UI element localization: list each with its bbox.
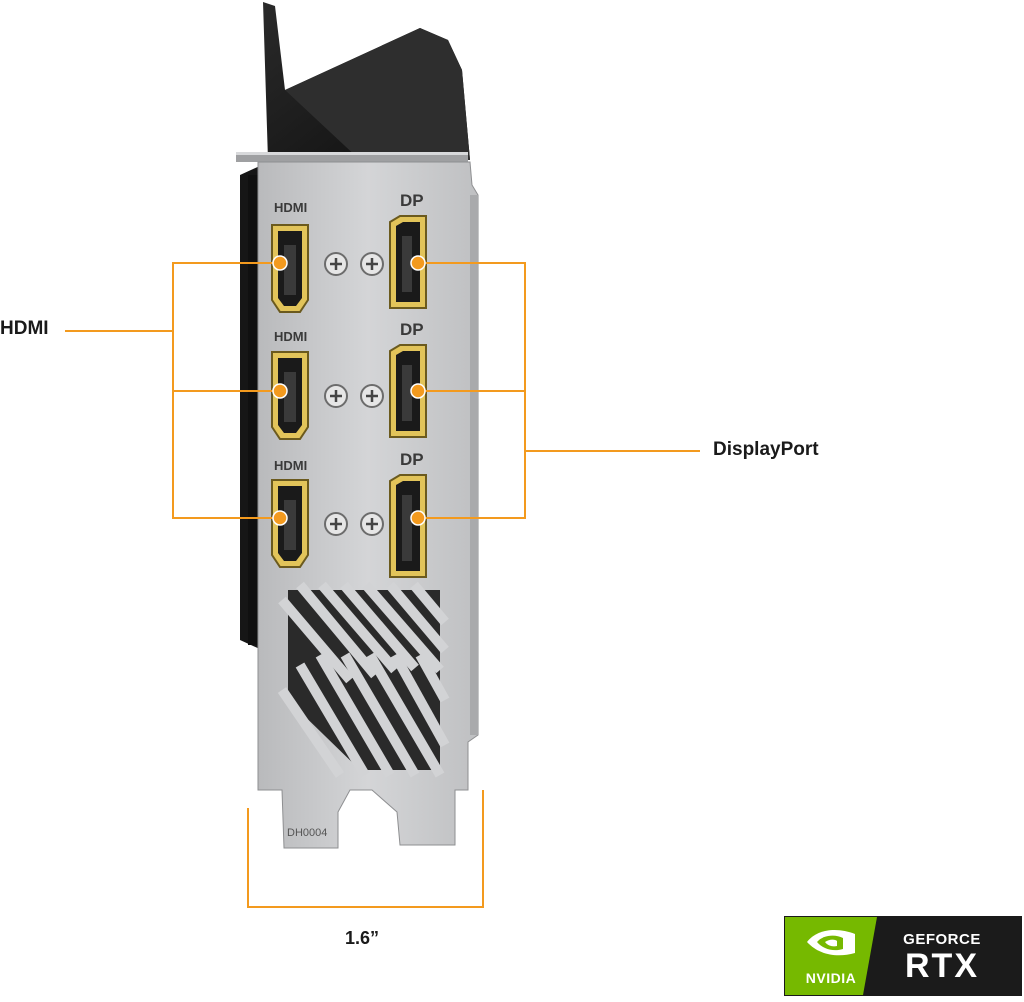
rtx-wordmark: RTX [905, 946, 979, 985]
callout-dots [272, 255, 426, 526]
displayport-callout-label: DisplayPort [713, 439, 819, 460]
port-label-hdmi-1: HDMI [274, 200, 307, 215]
displayport-port-3 [389, 474, 427, 578]
port-label-dp-2: DP [400, 320, 424, 339]
hdmi-callout-label: HDMI [0, 318, 49, 339]
callout-lines [65, 262, 700, 908]
bracket-part-number: DH0004 [287, 827, 327, 839]
bracket-top-tab [236, 152, 468, 162]
port-labels: HDMI HDMI HDMI DP DP DP [274, 191, 424, 473]
nvidia-logo-panel: NVIDIA [785, 917, 877, 995]
bracket-width-label: 1.6” [345, 928, 380, 948]
io-bracket: HDMI HDMI HDMI DP DP DP [257, 161, 479, 849]
geforce-wordmark: GEFORCE [903, 930, 981, 948]
displayport-port-2 [389, 344, 427, 438]
nvidia-eye-logo-icon [807, 930, 855, 956]
hdmi-port-2 [271, 351, 309, 440]
port-label-dp-1: DP [400, 191, 424, 210]
geforce-rtx-panel: GEFORCE RTX [863, 917, 1021, 995]
vent-slots [277, 581, 450, 778]
hdmi-port-3 [271, 479, 309, 568]
port-label-hdmi-3: HDMI [274, 458, 307, 473]
port-label-dp-3: DP [400, 450, 424, 469]
nvidia-wordmark: NVIDIA [805, 970, 857, 986]
hdmi-port-1 [271, 224, 309, 313]
geforce-rtx-badge: NVIDIA GEFORCE RTX [784, 916, 1022, 996]
port-label-hdmi-2: HDMI [274, 329, 307, 344]
